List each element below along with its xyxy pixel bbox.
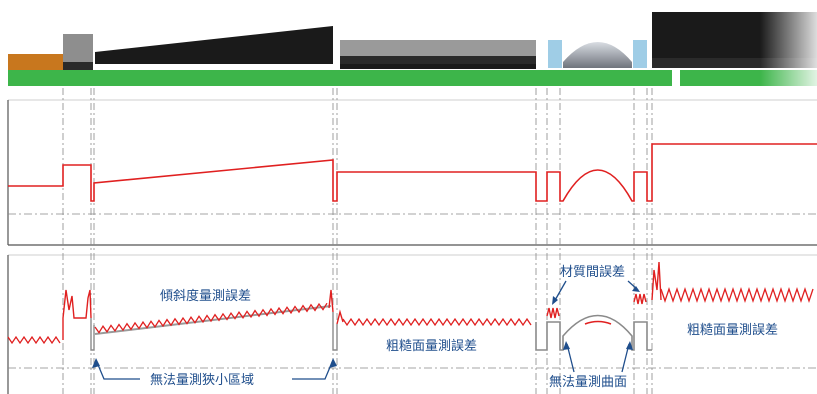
orange-block xyxy=(8,54,64,70)
zigzag-slope xyxy=(94,302,328,334)
arrowhead xyxy=(563,341,570,350)
curve-top-red xyxy=(584,320,612,325)
gray-pillar xyxy=(63,34,93,62)
narrow-leader-left xyxy=(95,359,140,380)
gray-pillar-base xyxy=(63,62,93,70)
lightblue-block-right xyxy=(633,40,647,68)
fade-overlay xyxy=(760,0,817,100)
annotation-arrowheads xyxy=(92,286,640,368)
flat-gray-block-base xyxy=(340,56,536,64)
ground-strip-left xyxy=(8,70,672,86)
curve-region-gray xyxy=(535,314,652,351)
arrowhead xyxy=(632,286,640,292)
label-narrow-area: 無法量測狹小區域 xyxy=(150,373,254,388)
sloped-block xyxy=(95,26,333,64)
arrowhead xyxy=(552,296,558,305)
label-rough-error-mid: 粗糙面量測誤差 xyxy=(386,338,477,354)
gap-slope-end xyxy=(332,312,338,351)
gap-narrow-region xyxy=(90,318,95,351)
label-material-error: 材質間誤差 xyxy=(560,264,625,280)
arrowhead xyxy=(626,341,633,350)
ideal-profile-line xyxy=(8,143,817,202)
object-profile xyxy=(8,0,817,100)
spike-right-start xyxy=(651,261,662,301)
arrowhead xyxy=(329,358,337,368)
material-error-left xyxy=(546,307,560,319)
label-curved-surface: 無法量測曲面 xyxy=(549,375,627,390)
arrowhead xyxy=(92,358,100,368)
spike-rough-start xyxy=(336,309,344,325)
material-error-right xyxy=(633,293,647,305)
spike-narrow-region xyxy=(62,289,92,340)
slope-trend-line xyxy=(94,305,332,335)
rough-teeth-mid xyxy=(340,64,536,69)
zigzag-left xyxy=(7,335,61,345)
zigzag-mid xyxy=(342,317,532,327)
flat-gray-block xyxy=(340,40,536,56)
dome-block xyxy=(563,42,632,68)
spike-slope-end xyxy=(328,289,334,313)
real-profile xyxy=(7,261,814,351)
label-slope-error: 傾斜度量測誤差 xyxy=(160,288,251,304)
label-rough-error-right: 粗糙面量測誤差 xyxy=(687,322,778,338)
lightblue-block-left xyxy=(548,40,562,68)
panel-frames xyxy=(7,99,817,394)
narrow-leader-right xyxy=(292,359,334,380)
tall-dark-block-teeth xyxy=(652,58,817,68)
zigzag-right xyxy=(660,286,814,304)
